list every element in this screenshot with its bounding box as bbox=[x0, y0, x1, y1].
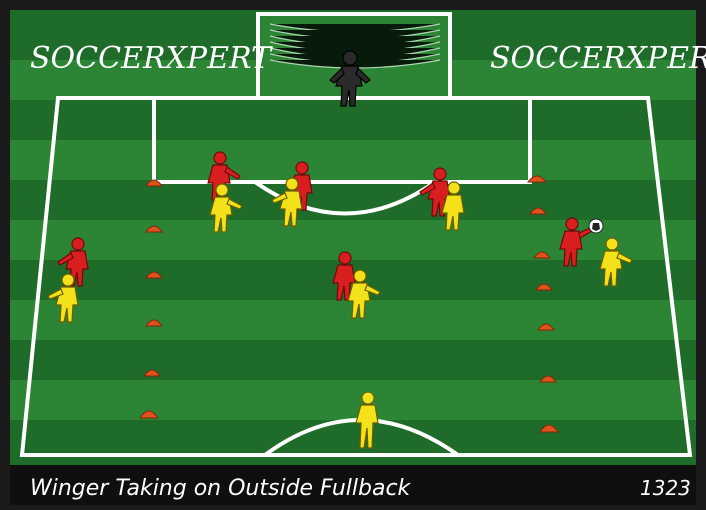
soccer-ball-icon bbox=[589, 219, 603, 233]
drill-title: Winger Taking on Outside Fullback bbox=[30, 476, 412, 501]
logo-left: SOCCERXPERT bbox=[30, 41, 273, 76]
drill-code: 1323 bbox=[640, 476, 691, 500]
logo-right: SOCCERXPERT bbox=[490, 41, 706, 76]
